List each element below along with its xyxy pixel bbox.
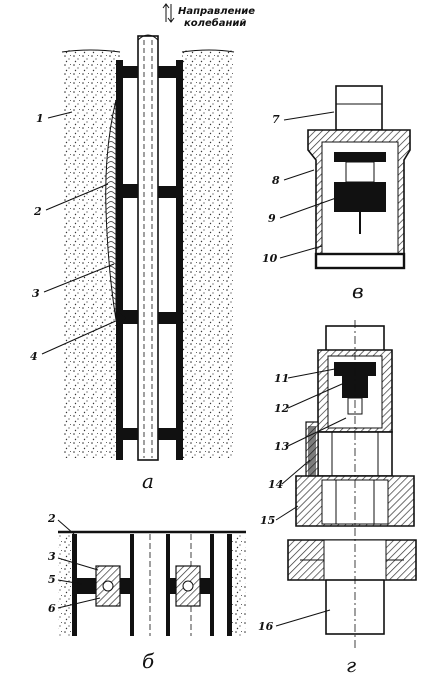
label-4: 4	[30, 350, 38, 363]
label-12: 12	[274, 402, 290, 415]
leader-1	[47, 111, 73, 119]
caption-b: б	[142, 649, 155, 673]
label-2: 2	[33, 205, 42, 218]
caption-v: в	[352, 279, 364, 303]
leader-14	[281, 459, 311, 485]
leader-b2	[57, 519, 75, 535]
label-b6: 6	[48, 602, 56, 615]
label-16: 16	[258, 620, 274, 633]
label-3: 3	[32, 287, 40, 300]
leader-11	[287, 367, 341, 379]
caption-a: а	[142, 469, 154, 493]
view-a-well-section	[61, 34, 235, 461]
view-b-connection-detail	[58, 530, 246, 636]
leader-b6	[57, 597, 101, 609]
leader-8	[283, 169, 315, 181]
label-9: 9	[268, 212, 276, 225]
leader-13	[287, 417, 347, 447]
label-15: 15	[260, 514, 275, 527]
label-b2: 2	[47, 512, 56, 525]
label-10: 10	[262, 252, 278, 265]
leader-16	[275, 609, 331, 627]
leader-4	[41, 319, 119, 355]
label-8: 8	[272, 174, 280, 187]
leader-b3	[57, 557, 99, 571]
label-7: 7	[272, 113, 280, 126]
leader-12	[287, 383, 343, 409]
header-line2: колебаний	[184, 17, 246, 29]
label-b3: 3	[48, 550, 56, 563]
header-line1: Направление	[178, 6, 255, 17]
label-1: 1	[36, 112, 44, 125]
view-g-coupling	[287, 320, 417, 648]
leader-b5	[57, 579, 83, 585]
label-14: 14	[268, 478, 283, 491]
caption-g: г	[346, 653, 356, 677]
leader-15	[275, 505, 299, 521]
label-b5: 5	[48, 573, 56, 586]
leader-9	[279, 197, 337, 219]
leader-10	[279, 245, 323, 259]
label-13: 13	[274, 440, 290, 453]
leader-3	[43, 263, 115, 293]
oscillation-direction-arrows	[162, 3, 175, 23]
leader-2	[45, 183, 109, 211]
label-11: 11	[274, 372, 289, 385]
leader-7	[283, 111, 335, 121]
